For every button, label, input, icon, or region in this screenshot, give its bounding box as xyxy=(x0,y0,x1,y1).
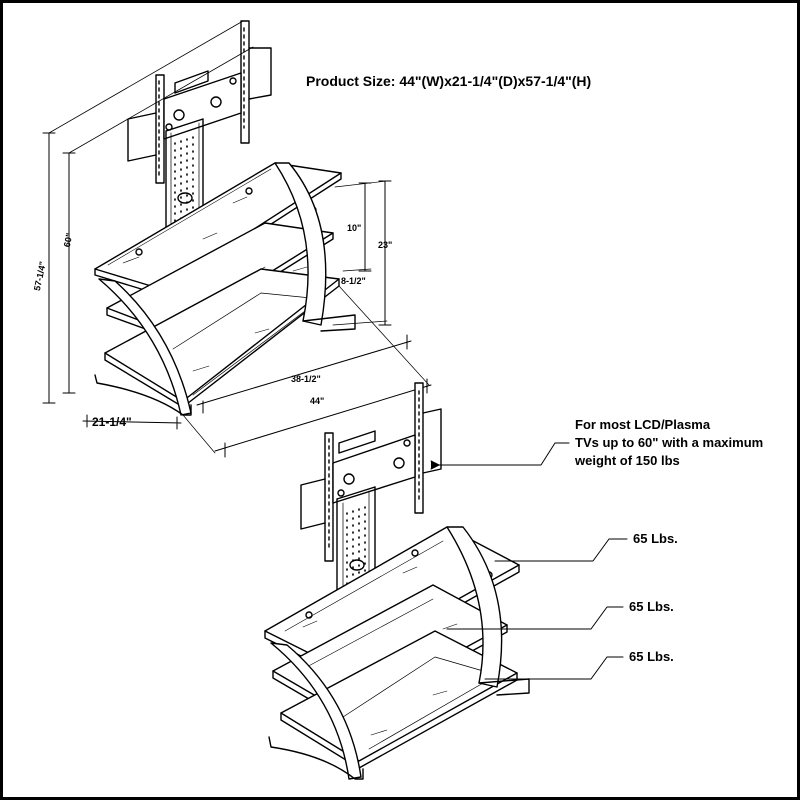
tv-stand-drawing xyxy=(42,20,628,780)
tv-note-line-3: weight of 150 lbs xyxy=(575,453,680,468)
dim-gap-top: 10" xyxy=(347,223,362,233)
shelf-load-3: 65 Lbs. xyxy=(629,649,674,664)
shelf-load-1: 65 Lbs. xyxy=(633,531,678,546)
mount-bracket-bottom xyxy=(300,382,442,562)
stand-dimensioned xyxy=(42,20,432,458)
dim-width-shelf: 38-1/2" xyxy=(291,374,321,384)
tv-note-line-1: For most LCD/Plasma xyxy=(575,417,711,432)
tv-capacity-note: For most LCD/Plasma TVs up to 60" with a… xyxy=(575,416,763,470)
callout-leaders xyxy=(430,442,628,680)
dim-gap-combined: 23" xyxy=(378,240,393,250)
mount-bracket-top xyxy=(127,20,272,184)
dim-gap-middle: 8-1/2" xyxy=(341,276,366,286)
dim-width-total: 44" xyxy=(310,396,325,406)
legs-bottom xyxy=(268,526,530,780)
dim-depth: 21-1/4" xyxy=(92,415,132,429)
shelf-load-2: 65 Lbs. xyxy=(629,599,674,614)
dimension-lines xyxy=(42,20,432,458)
tv-note-line-2: TVs up to 60" with a maximum xyxy=(575,435,764,450)
product-size-title: Product Size: 44"(W)x21-1/4"(D)x57-1/4"(… xyxy=(306,73,592,89)
stand-loads xyxy=(264,382,530,780)
